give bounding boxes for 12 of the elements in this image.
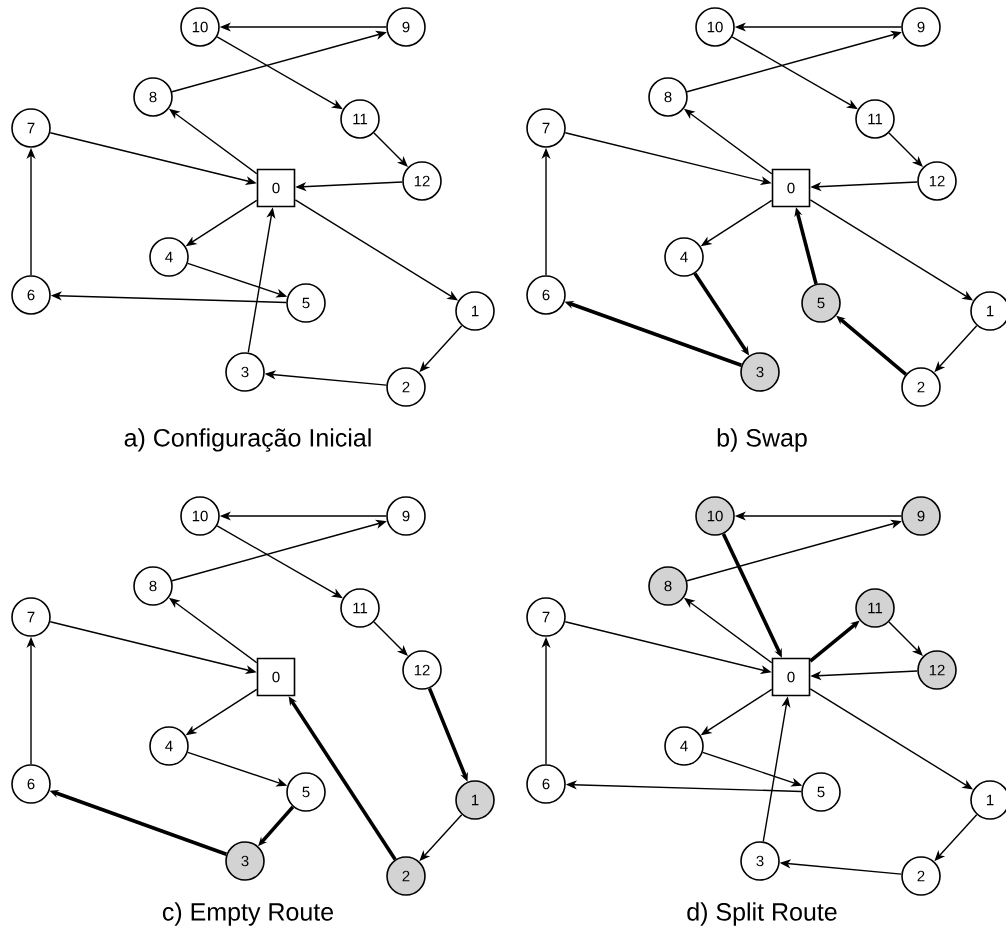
depot-box: 0 [771,168,811,208]
panel-caption: b) Swap [717,428,807,452]
depot-box: 0 [771,657,811,697]
panel-caption: c) Empty Route [162,902,333,926]
depot-box: 0 [256,657,296,697]
arrow [888,132,923,167]
panel-caption: d) Split Route [687,902,837,926]
depot-box: 0 [256,168,296,208]
arrow [373,132,408,167]
arrow [373,621,408,656]
arrow [888,621,923,656]
panel-caption: a) Configuração Inicial [124,428,371,452]
